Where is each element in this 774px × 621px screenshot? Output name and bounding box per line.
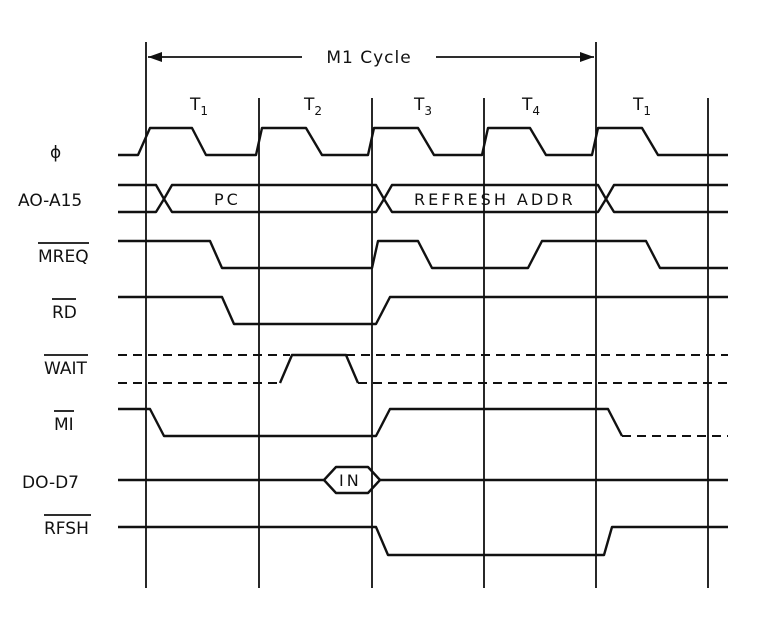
rd-waveform (118, 295, 728, 326)
signal-label-mreq: MREQ (38, 247, 89, 267)
m1-solid (118, 407, 624, 438)
mreq-waveform (118, 239, 728, 270)
state-label-t1: T1 (189, 95, 208, 118)
cycle-arrow-left-head (148, 52, 162, 62)
signal-label-address: AO-A15 (18, 191, 82, 211)
t-state-labels: T1 T2 T3 T4 T1 (189, 95, 651, 118)
wait-sample-pulse (278, 353, 360, 384)
signal-labels: ϕ AO-A15 MREQ RD WAIT MI DO-D7 RFSH (18, 143, 91, 539)
wait-waveform (118, 353, 728, 384)
signal-label-phi: ϕ (50, 143, 61, 163)
signal-label-wait: WAIT (44, 359, 88, 379)
signal-label-m1: MI (54, 415, 74, 435)
signal-label-rd: RD (52, 303, 77, 323)
state-label-t3: T3 (413, 95, 432, 118)
clock-phi-waveform (118, 126, 728, 157)
address-value-refresh: REFRESH ADDR (414, 190, 576, 209)
data-bus-waveform: IN (118, 465, 728, 495)
m1-cycle-span: M1 Cycle (148, 48, 594, 68)
state-label-next-t1: T1 (632, 95, 651, 118)
data-value-in: IN (339, 471, 362, 490)
cycle-arrow-right-head (580, 52, 594, 62)
address-value-pc: PC (214, 190, 241, 209)
m1-waveform (118, 407, 728, 438)
cycle-label: M1 Cycle (326, 48, 411, 68)
state-label-t2: T2 (303, 95, 322, 118)
rfsh-waveform (118, 525, 728, 557)
state-label-t4: T4 (521, 95, 540, 118)
address-bus-waveform: PC REFRESH ADDR (118, 183, 728, 214)
signal-label-data: DO-D7 (22, 473, 79, 493)
address-bus-lower (118, 197, 728, 214)
signal-label-rfsh: RFSH (44, 519, 89, 539)
